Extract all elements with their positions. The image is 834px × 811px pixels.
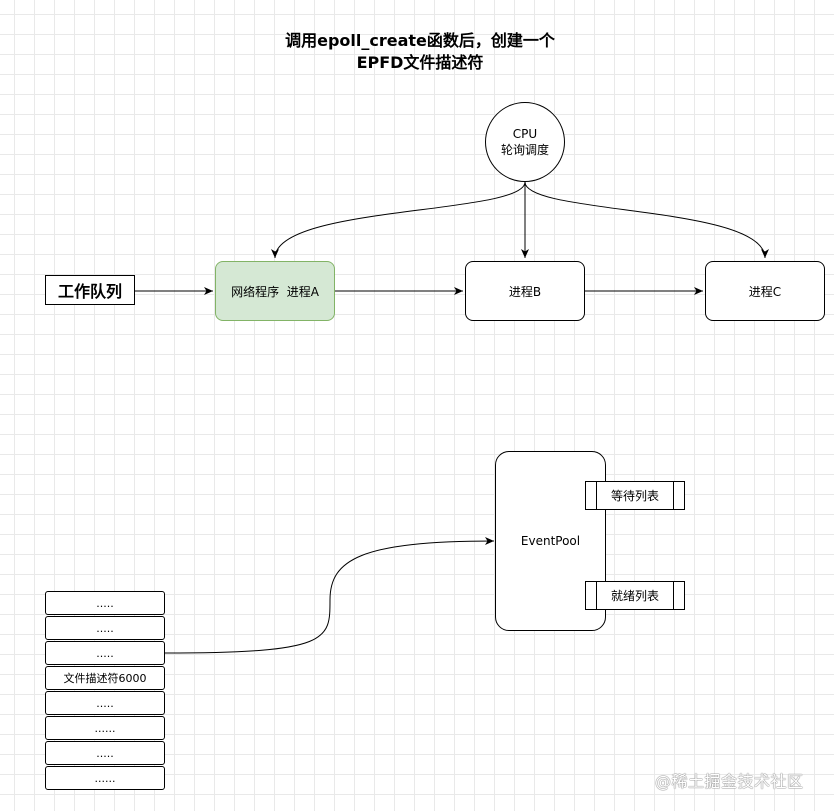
fd-row-label: ......: [94, 721, 116, 735]
fd-row-6000: 文件描述符6000: [45, 666, 165, 690]
eventpool-label: EventPool: [520, 534, 581, 548]
title-line-1: 调用epoll_create函数后，创建一个: [285, 31, 555, 50]
process-a-label: 网络程序 进程A: [231, 284, 319, 299]
fd-row: .....: [45, 641, 165, 665]
cpu-node: CPU 轮询调度: [485, 102, 565, 182]
fd-row-label: ......: [94, 771, 116, 785]
wait-list-node: 等待列表: [585, 481, 685, 510]
title-line-2: EPFD文件描述符: [356, 53, 484, 72]
watermark: @稀土掘金技术社区: [655, 772, 804, 791]
cpu-label: CPU: [512, 127, 538, 141]
edge-cpu-to-process-a: [271, 181, 526, 259]
ready-list-label: 就绪列表: [610, 589, 659, 603]
fd-row-label: .....: [96, 646, 114, 660]
work-queue-node: 工作队列: [45, 275, 135, 305]
edge-fd-to-eventpool: [164, 537, 495, 654]
work-queue-label: 工作队列: [57, 282, 122, 301]
edge-cpu-to-process-c: [524, 181, 769, 259]
fd-row: .....: [45, 691, 165, 715]
wait-list-label: 等待列表: [610, 489, 659, 503]
fd-row: ......: [45, 766, 165, 790]
process-a-node: 网络程序 进程A: [215, 261, 335, 321]
cpu-scheduling-label: 轮询调度: [500, 143, 549, 157]
fd-row: .....: [45, 741, 165, 765]
fd-row-label: .....: [96, 696, 114, 710]
process-b-node: 进程B: [465, 261, 585, 321]
process-c-node: 进程C: [705, 261, 825, 321]
fd-row-label: .....: [96, 621, 114, 635]
diagram-title: 调用epoll_create函数后，创建一个 EPFD文件描述符: [200, 30, 640, 74]
process-b-label: 进程B: [508, 284, 542, 299]
fd-row: ......: [45, 716, 165, 740]
fd-row-label: 文件描述符6000: [63, 672, 147, 685]
fd-row-label: .....: [96, 596, 114, 610]
process-c-label: 进程C: [748, 284, 782, 299]
fd-row: .....: [45, 616, 165, 640]
fd-row: .....: [45, 591, 165, 615]
fd-row-label: .....: [96, 746, 114, 760]
ready-list-node: 就绪列表: [585, 581, 685, 610]
